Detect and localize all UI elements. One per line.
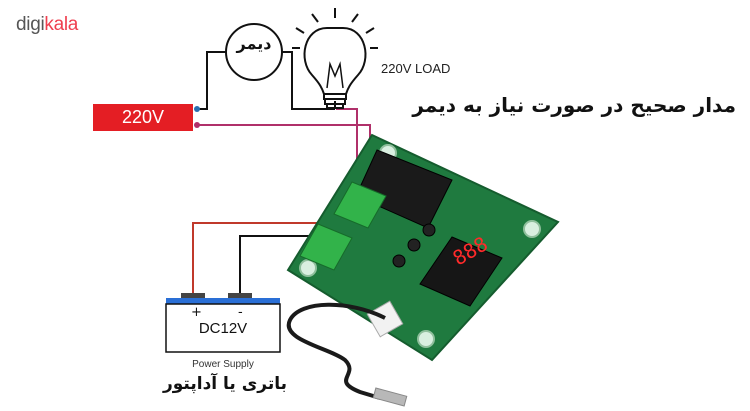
- brand-logo: digikala: [16, 14, 79, 35]
- wire-ac-magenta: [197, 124, 371, 182]
- bulb-icon: [292, 8, 378, 109]
- battery-minus-label: -: [238, 305, 243, 320]
- wire-dc-positive: [192, 222, 340, 295]
- terminal-block-dc: [299, 223, 353, 271]
- dimmer-icon: [225, 23, 283, 81]
- temperature-probe: [286, 302, 386, 400]
- ac-supply-label: 220V: [93, 104, 193, 131]
- terminal-dot: [194, 106, 200, 112]
- probe-connector: [366, 300, 404, 338]
- load-label: 220V LOAD: [381, 61, 451, 76]
- board-buttons: [392, 223, 436, 268]
- diagram-title: مدار صحیح در صورت نیاز به دیمر: [412, 93, 736, 117]
- battery-plus-label: +: [191, 305, 202, 320]
- dimmer-label: دیمر: [236, 34, 272, 53]
- battery-icon: [165, 293, 281, 353]
- thermostat-board: 888: [286, 133, 560, 362]
- probe-tip: [372, 387, 408, 407]
- power-supply-label: Power Supply: [192, 359, 254, 370]
- battery-voltage-label: DC12V: [198, 320, 248, 337]
- battery-caption: باتری یا آداپتور: [162, 374, 288, 394]
- terminal-block-ac: [333, 181, 387, 229]
- wire-dimmer-loop: [197, 51, 335, 110]
- terminal-dot: [194, 122, 200, 128]
- seven-segment-display: [419, 236, 503, 307]
